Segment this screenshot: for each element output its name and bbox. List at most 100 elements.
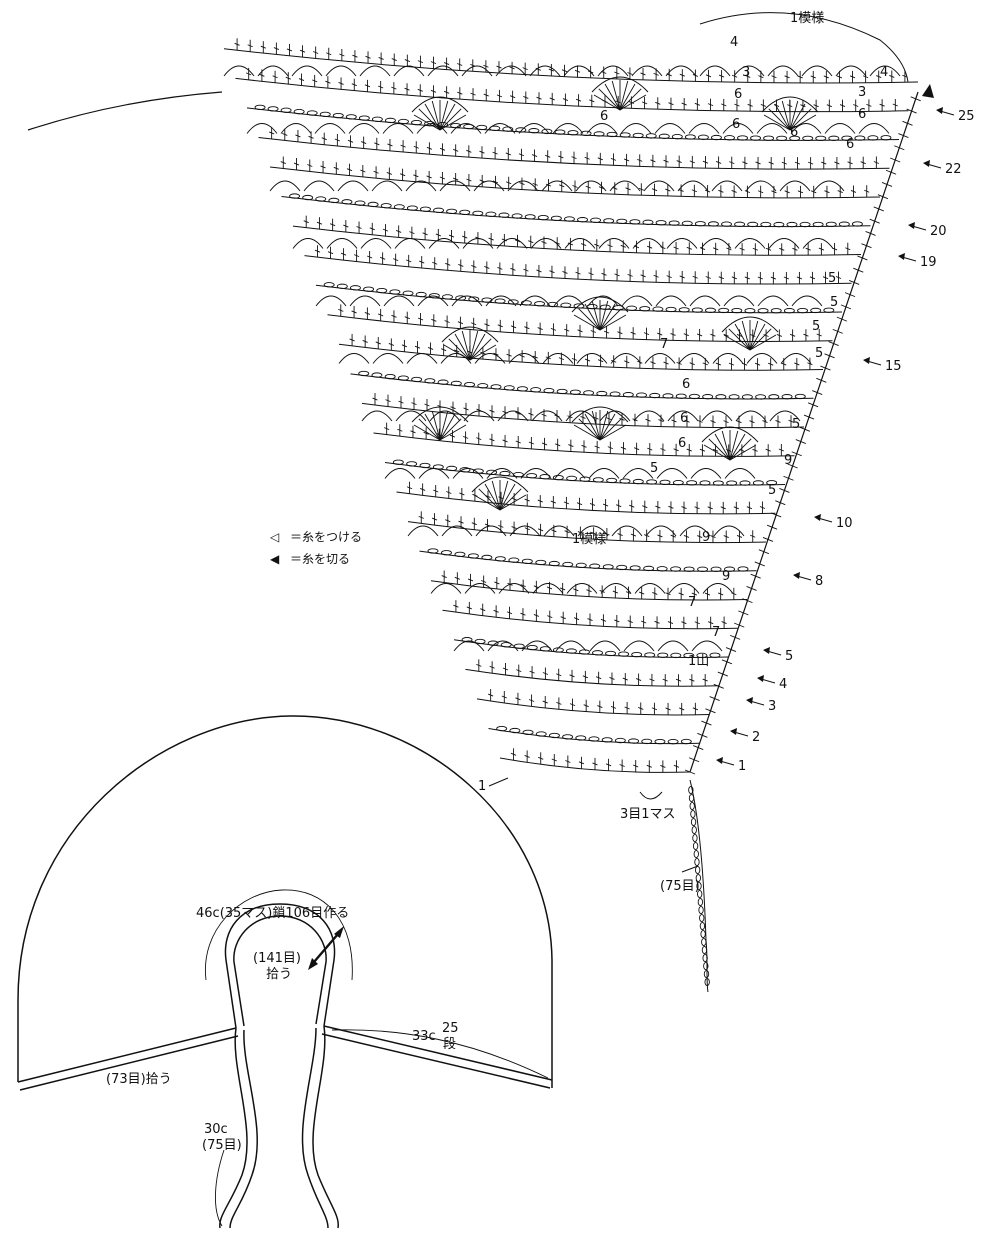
stitch-bar [497,324,503,328]
stitch-bar [505,152,511,156]
chain-stitch [672,480,684,486]
stitch-bar [312,51,319,54]
stitch-bar [509,95,516,99]
chain-arch [498,583,530,594]
arrow-head [936,107,943,114]
stitch-bar [303,220,309,224]
stitch-bar [398,400,404,404]
chain-stitch [550,215,562,222]
stitch-bar [742,161,748,165]
fan-stitch [768,108,791,131]
chain-stitch [786,221,798,228]
chain-arch [441,525,473,537]
stitch-bar [794,161,801,165]
stitch-bar [651,707,658,711]
chain-stitch [496,725,508,732]
stitch-bar [784,190,790,194]
chain-stitch [619,132,631,138]
chain-arch [359,65,391,77]
chain-stitch [411,376,423,383]
chain-stitch [741,394,753,400]
stitch-bar [545,183,552,187]
stitch-bar [285,76,291,80]
stitch-bar [542,700,548,704]
arrow-head [730,728,737,735]
stitch-bar [439,147,446,151]
stitch-bar [702,362,708,366]
chain-stitch [629,219,641,225]
stitch-bar [668,102,674,106]
stitch-bar [749,420,755,424]
chain-arch [349,295,381,307]
edge-stitch [885,169,897,175]
stitch-bar [745,75,751,78]
chain-stitch [424,378,436,384]
fan-stitch [439,413,456,441]
fan-stitch [599,418,622,441]
arrow-head [814,514,821,521]
inner-count: 5 [830,295,838,310]
stitch-bar [796,276,803,280]
chain-stitch [841,135,853,141]
pattern-repeat-label-mid: 1模様 [572,532,606,547]
stitch-bar [642,505,648,509]
stitch-row [407,521,767,544]
chain-stitch [657,652,669,658]
stitch-bar [650,361,656,365]
stitch-bar [259,73,265,77]
chain-stitch [705,307,716,313]
chain-arch [405,180,437,192]
chain-arch [485,295,517,307]
stitch-bar [625,591,632,595]
fan-stitch [714,433,731,461]
chain-stitch [490,384,502,390]
stitch-bar [728,362,735,366]
chain-arch [769,410,801,422]
fan-edge [571,406,629,423]
fan-stitch [749,323,766,351]
stitch-bar [614,619,620,623]
edge-stitch [791,451,802,457]
stitch-bar [847,161,853,165]
stitch-bar [321,137,327,141]
inner-count: 4 [880,65,888,80]
tie-chain-stitch [692,841,699,851]
stitch-bar [807,362,813,366]
stitch-bar [744,190,751,194]
chain-stitch [477,383,489,389]
chain-stitch [583,390,595,396]
stitch-bar [411,402,417,406]
stitch-bar [750,334,756,337]
edge-stitch [717,671,728,677]
chain-stitch [631,651,643,658]
fan-stitch [749,334,777,351]
chain-stitch [726,480,738,486]
edge-stitch [894,145,905,151]
fan-stitch [729,444,757,461]
chain-arch [430,583,462,594]
fan-stitch [619,94,647,111]
stitch-bar [532,355,538,359]
stitch-bar [555,443,561,447]
stitch-bar [404,87,410,91]
chain-stitch [750,135,762,141]
stitch-bar [580,416,586,419]
stitch-bar [837,190,843,194]
chain-arch [541,180,573,192]
stitch-bar [445,262,451,266]
chain-stitch [642,219,654,225]
row-number-5: 5 [785,649,793,664]
arrow-head [763,647,770,654]
chain-arch [416,123,448,134]
edge-stitch [762,537,774,542]
chain-arch [407,525,439,537]
stitch-bar [493,352,499,356]
stitch-bar [575,271,581,275]
chain-arch [361,410,393,422]
chain-stitch [724,566,735,572]
stitch-bar [373,170,379,174]
chain-stitch [254,104,266,111]
stitch-bar [520,584,526,588]
arrow-head [757,675,764,682]
stitch-bar [458,520,464,524]
